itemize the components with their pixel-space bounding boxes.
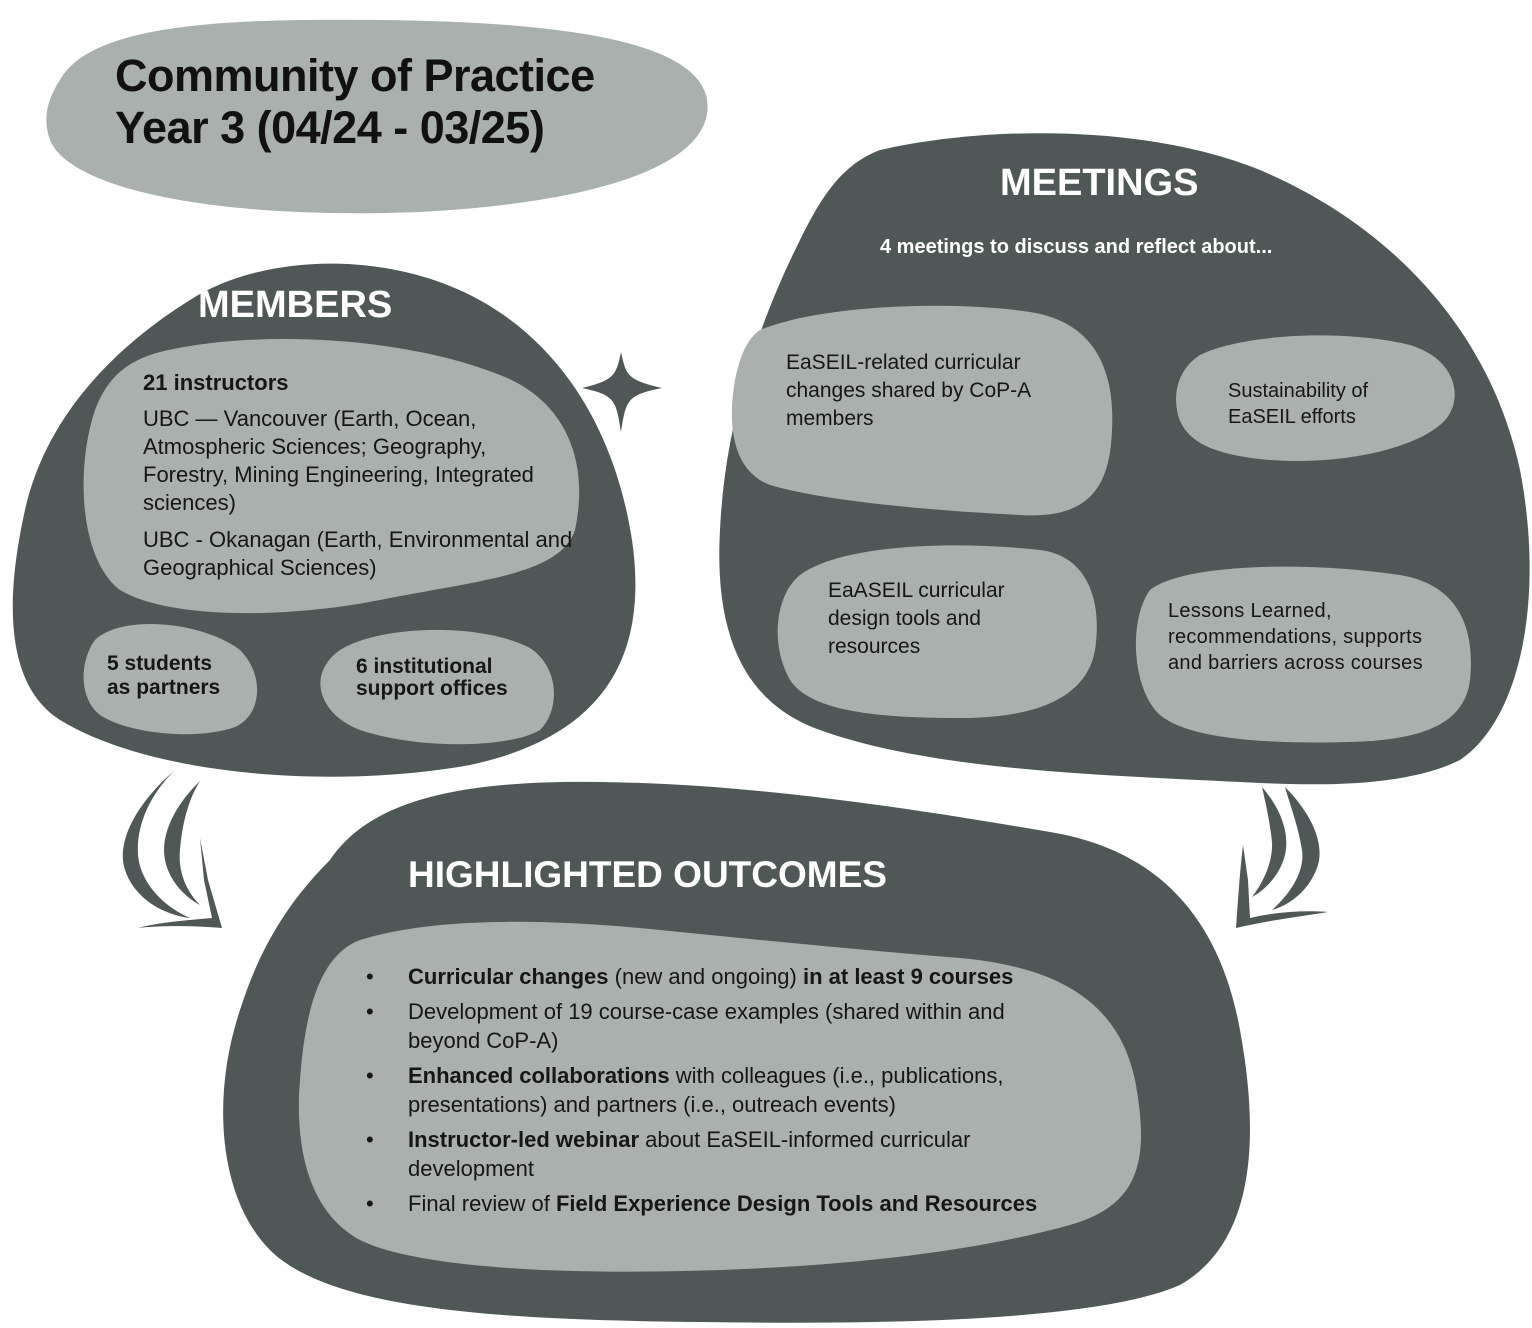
topic-blob-2 <box>1176 335 1455 461</box>
outcome-item: • Curricular changes (new and ongoing) in… <box>362 962 1082 991</box>
bullet-icon: • <box>366 999 374 1024</box>
offices-line-2: support offices <box>356 677 508 700</box>
students-label: 5 students as partners <box>107 652 220 700</box>
instructors-vancouver: UBC — Vancouver (Earth, Ocean, Atmospher… <box>143 406 534 515</box>
bullet-icon: • <box>366 964 374 989</box>
meetings-heading: MEETINGS <box>1000 162 1199 204</box>
outcome-item: • Enhanced collaborations with colleagues… <box>362 1061 1082 1119</box>
outcome-item: • Development of 19 course-case examples … <box>362 997 1082 1055</box>
meeting-topic-2: Sustainability of EaSEIL efforts <box>1228 380 1369 428</box>
sparkle-icon <box>582 352 662 432</box>
outcome-text: about EaSEIL-informed curricular develop… <box>408 1127 971 1181</box>
instructors-title: 21 instructors <box>143 370 289 395</box>
topic-blob-1 <box>731 305 1113 516</box>
topic-blob-4 <box>1135 566 1471 743</box>
outcome-bold-lead: Instructor-led webinar <box>408 1127 640 1152</box>
outcome-text: Final review of <box>408 1191 556 1216</box>
offices-line-1: 6 institutional <box>356 655 493 678</box>
outcome-bold-lead: Enhanced collaborations <box>408 1063 670 1088</box>
meeting-topic-3: EaASEIL curricular design tools and reso… <box>828 579 1005 658</box>
bullet-icon: • <box>366 1127 374 1152</box>
title-line-2: Year 3 (04/24 - 03/25) <box>115 102 545 153</box>
topic-blob-3 <box>777 545 1097 718</box>
meeting-topic-4: Lessons Learned, recommendations, suppor… <box>1168 600 1423 674</box>
meeting-topic-1: EaSEIL-related curricular changes shared… <box>786 351 1030 430</box>
outcomes-heading: HIGHLIGHTED OUTCOMES <box>408 854 887 895</box>
outcome-text: (new and ongoing) <box>608 964 803 989</box>
offices-blob <box>320 629 554 745</box>
outcomes-list: • Curricular changes (new and ongoing) in… <box>362 962 1082 1224</box>
arrow-right-icon <box>1236 787 1328 928</box>
arrow-left-icon <box>122 771 222 928</box>
meetings-subtitle: 4 meetings to discuss and reflect about.… <box>880 236 1273 258</box>
outcome-text: with colleagues (i.e., publications, pre… <box>408 1063 1004 1117</box>
students-blob <box>83 623 258 735</box>
outcomes-inner-blob <box>298 921 1142 1272</box>
page-title: Community of Practice Year 3 (04/24 - 03… <box>115 50 595 154</box>
bullet-icon: • <box>366 1063 374 1088</box>
students-line-2: as partners <box>107 676 221 699</box>
title-line-1: Community of Practice <box>115 50 595 101</box>
outcome-bold-tail: Field Experience Design Tools and Resour… <box>555 1191 1038 1216</box>
offices-label: 6 institutional support offices <box>356 656 508 700</box>
outcome-bold-lead: Curricular changes <box>408 964 609 989</box>
outcome-item: • Final review of Field Experience Design… <box>362 1189 1082 1218</box>
outcome-bold-tail: in at least 9 courses <box>802 964 1014 989</box>
members-heading: MEMBERS <box>198 284 393 326</box>
instructors-okanagan: UBC - Okanagan (Earth, Environmental and… <box>143 527 573 580</box>
outcome-text: Development of 19 course-case examples (… <box>408 999 1005 1053</box>
title-oval <box>46 19 708 214</box>
bullet-icon: • <box>366 1191 374 1216</box>
instructors-blob <box>83 339 580 614</box>
students-line-1: 5 students <box>107 652 213 675</box>
outcome-item: • Instructor-led webinar about EaSEIL-inf… <box>362 1125 1082 1183</box>
